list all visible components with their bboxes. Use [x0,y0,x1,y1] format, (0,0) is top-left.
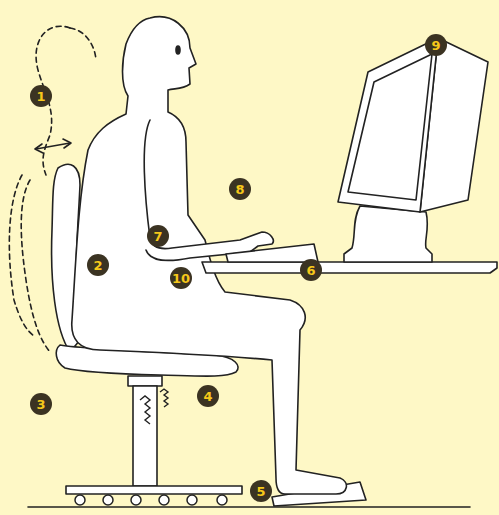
callout-marker: 3 [30,393,52,415]
callout-marker: 5 [250,480,272,502]
callout-marker: 9 [425,34,447,56]
callout-number: 3 [30,393,52,415]
callout-number: 8 [229,178,251,200]
callout-marker: 4 [197,385,219,407]
callout-number: 5 [250,480,272,502]
callout-number: 2 [87,254,109,276]
callout-marker: 2 [87,254,109,276]
callout-marker: 8 [229,178,251,200]
callout-number: 4 [197,385,219,407]
callout-number: 6 [300,259,322,281]
callout-marker: 6 [300,259,322,281]
callout-number: 9 [425,34,447,56]
callout-number: 10 [170,267,192,289]
callout-number: 1 [30,85,52,107]
callout-number: 7 [147,225,169,247]
callout-marker: 10 [170,267,192,289]
callout-marker: 1 [30,85,52,107]
callout-marker: 7 [147,225,169,247]
